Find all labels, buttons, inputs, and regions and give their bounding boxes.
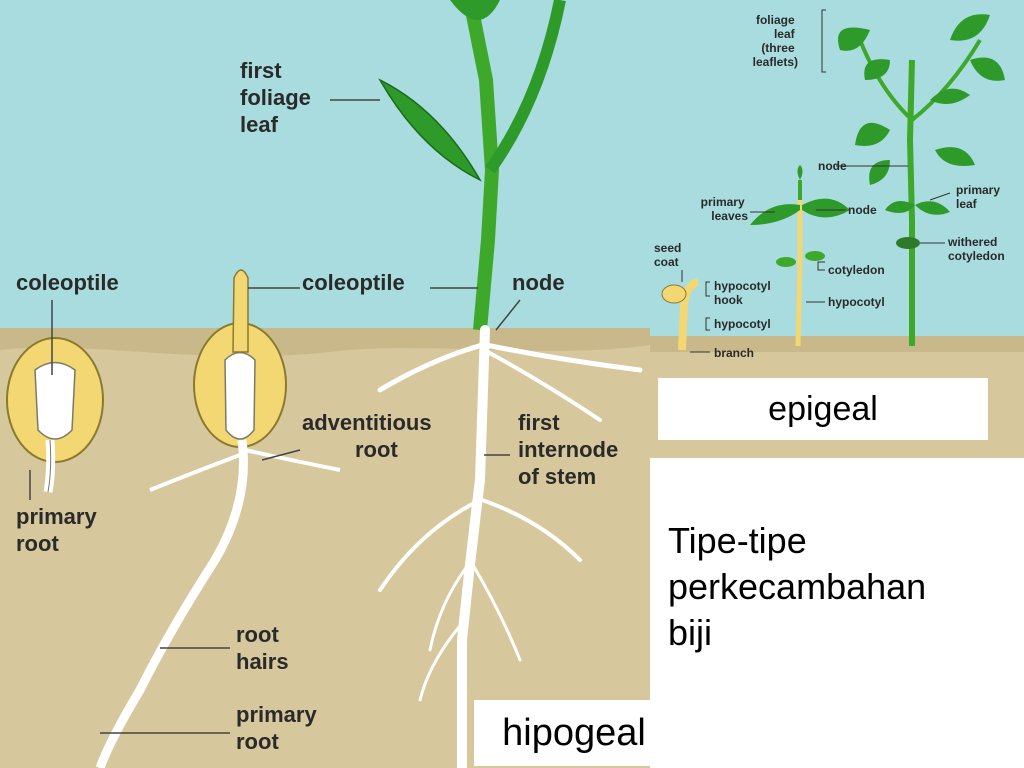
leader-lines — [681, 9, 951, 353]
caption-hypogeal: hipogeal — [474, 700, 674, 766]
seedling-hook — [661, 278, 700, 351]
label-primary-root-left: primary root — [16, 504, 103, 556]
label-first-internode: first internode of stem — [518, 410, 624, 489]
soil — [0, 328, 650, 768]
title-line-3: biji — [668, 612, 713, 653]
title-line-1: Tipe-tipe — [668, 520, 807, 561]
hypogeal-illustration: first foliage leaf coleoptile coleoptile… — [0, 0, 650, 768]
label-foliage-leaf: foliage leaf (three leaflets) — [753, 13, 798, 69]
label-node-lower: node — [848, 203, 877, 217]
label-adventitious-root: adventitious root — [302, 410, 438, 462]
label-hypocotyl-right: hypocotyl — [828, 295, 885, 309]
label-withered-cotyledon: withered cotyledon — [947, 235, 1005, 263]
label-hypocotyl-hook: hypocotyl hook — [714, 279, 774, 307]
seedling-medium — [750, 165, 850, 347]
label-seed-coat: seed coat — [654, 241, 685, 269]
seedling-roots — [377, 325, 643, 768]
label-node-upper: node — [818, 159, 847, 173]
seed-1 — [6, 337, 104, 493]
label-coleoptile-left: coleoptile — [16, 270, 119, 295]
label-coleoptile-mid: coleoptile — [302, 270, 405, 295]
label-branch: branch — [714, 346, 754, 360]
plant-tall — [838, 14, 1005, 346]
slide-title: Tipe-tipe perkecambahan biji — [668, 518, 1018, 656]
label-hypocotyl-left: hypocotyl — [714, 317, 771, 331]
label-primary-leaves: primary leaves — [701, 195, 749, 223]
label-cotyledon: cotyledon — [828, 263, 885, 277]
caption-epigeal: epigeal — [658, 378, 988, 440]
label-node: node — [512, 270, 565, 295]
label-primary-leaf: primary leaf — [956, 183, 1003, 211]
label-root-hairs: root hairs — [236, 622, 289, 674]
label-first-foliage-leaf: first foliage leaf — [240, 58, 317, 137]
hypogeal-diagram: first foliage leaf coleoptile coleoptile… — [0, 0, 650, 768]
label-primary-root-bottom: primary root — [236, 702, 323, 754]
leader-lines — [29, 99, 521, 734]
epigeal-diagram: foliage leaf (three leaflets) node prima… — [650, 0, 1024, 458]
seedling-shoot — [378, 0, 566, 331]
seed-2 — [95, 269, 341, 768]
sky — [650, 0, 1024, 340]
title-line-2: perkecambahan — [668, 566, 927, 607]
epigeal-illustration: foliage leaf (three leaflets) node prima… — [650, 0, 1024, 458]
